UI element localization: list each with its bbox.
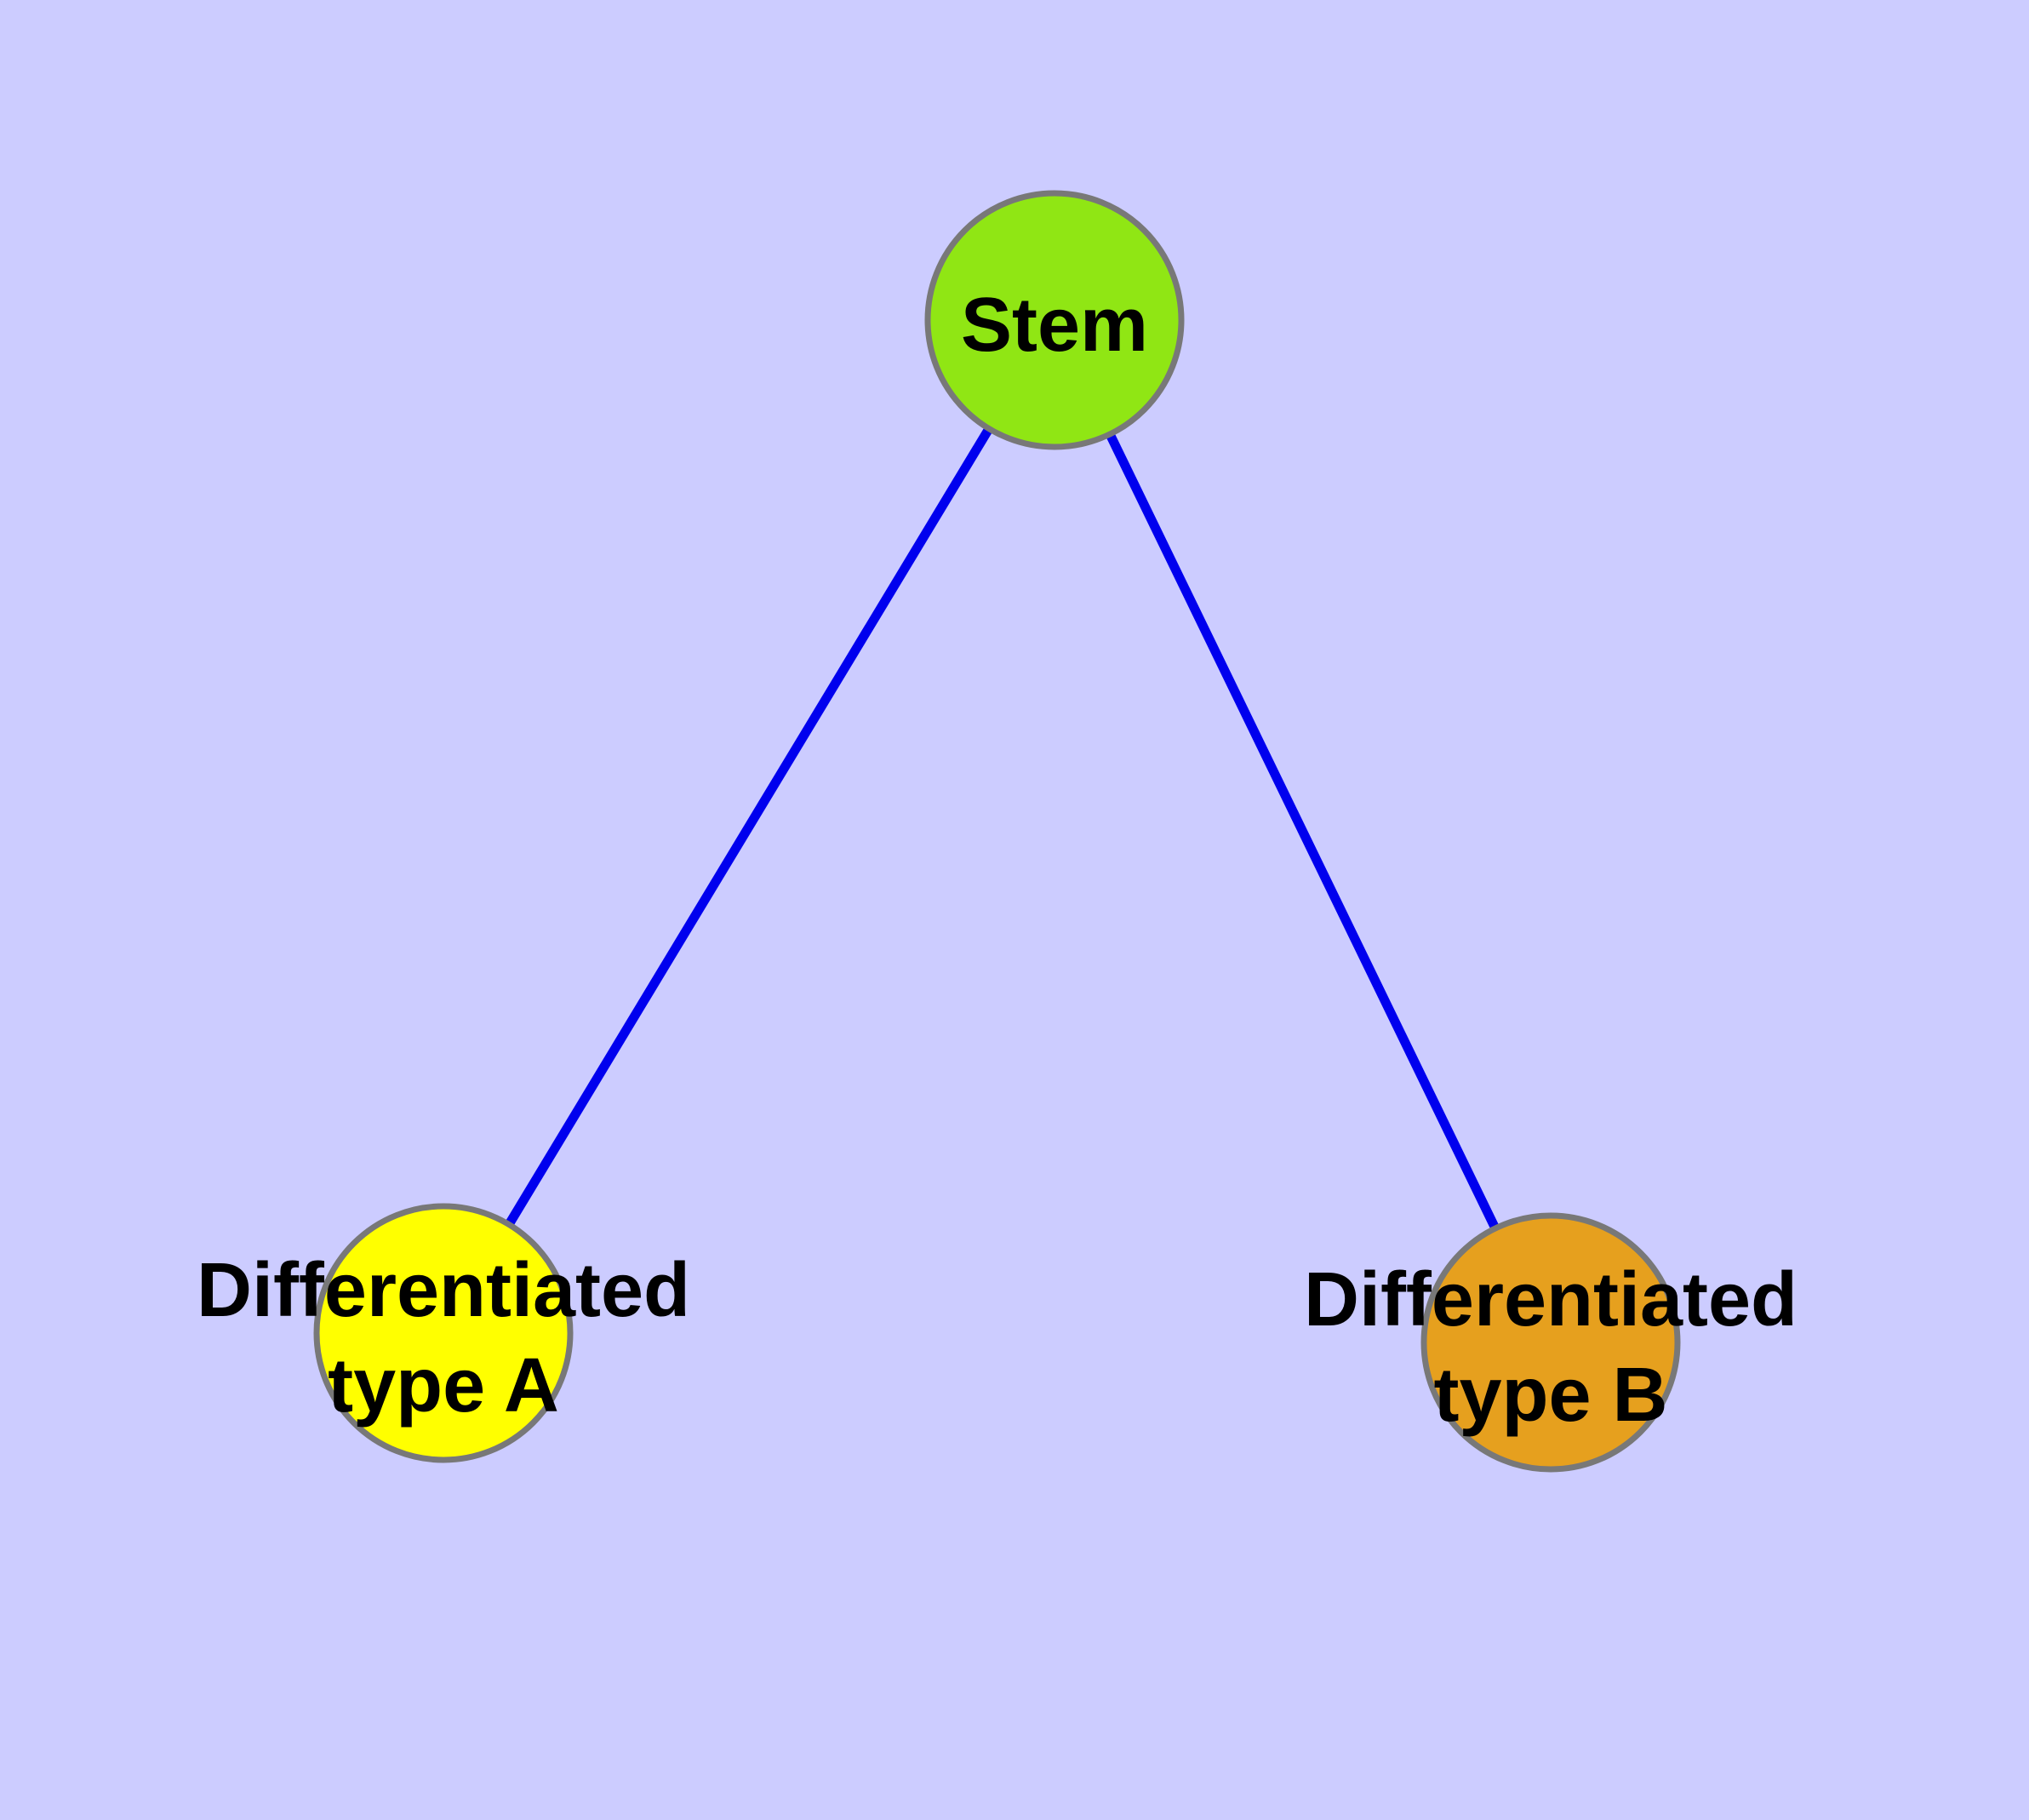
node-stem [924, 190, 1185, 450]
node-differentiated-type-a-label-line1: Differentiated [197, 1248, 690, 1333]
node-differentiated-type-a-label-line2: type A [328, 1343, 559, 1428]
edge-stem-to-type-b [1050, 318, 1555, 1345]
node-stem-label: Stem [961, 283, 1148, 368]
node-differentiated-type-b-label-line1: Differentiated [1304, 1257, 1798, 1342]
edge-stem-to-type-a [439, 318, 1059, 1336]
node-differentiated-type-b-label-line2: type B [1433, 1353, 1667, 1438]
node-differentiated-type-b [1420, 1212, 1681, 1473]
node-differentiated-type-a [313, 1203, 574, 1463]
